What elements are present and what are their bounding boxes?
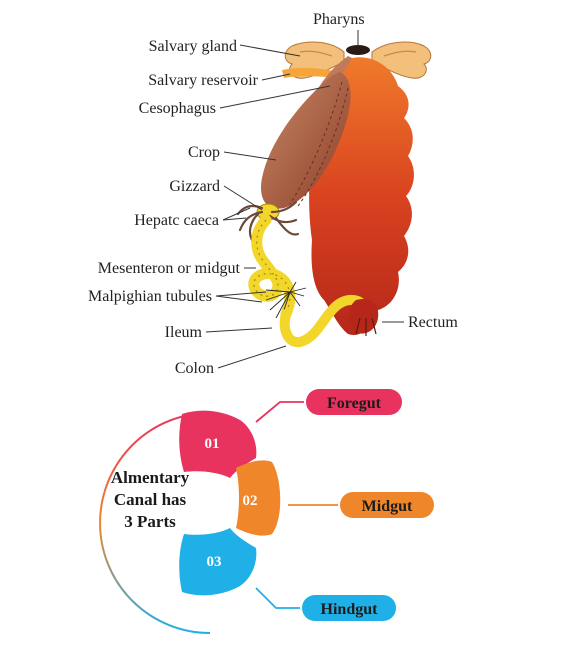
label-hepatic-caeca: Hepatc caeca (134, 212, 219, 229)
label-oesophagus: Cesophagus (139, 100, 216, 117)
segment-number-hindgut: 03 (207, 554, 222, 570)
pharynx (346, 45, 370, 55)
pill-foregut-label: Foregut (327, 395, 382, 412)
malpighian-tubules (265, 281, 307, 319)
label-malpighian: Malpighian tubules (88, 288, 212, 305)
label-colon: Colon (175, 360, 214, 377)
salivary-reservoir (282, 67, 340, 78)
label-mesenteron: Mesenteron or midgut (98, 260, 241, 277)
center-line-1: Almentary (111, 468, 190, 487)
parts-infographic: Almentary Canal has 3 Parts 01 02 03 For… (99, 389, 434, 634)
segment-number-foregut: 01 (205, 436, 220, 452)
salivary-gland-right (371, 41, 432, 79)
label-crop: Crop (188, 144, 220, 161)
ileum-colon (279, 294, 367, 348)
segment-number-midgut: 02 (243, 493, 258, 509)
label-rectum: Rectum (408, 314, 458, 331)
center-line-2: Canal has (114, 490, 187, 509)
connector-hindgut (255, 587, 300, 609)
label-ileum: Ileum (165, 324, 203, 341)
gut-illustration (236, 41, 432, 348)
center-line-3: 3 Parts (124, 512, 176, 531)
connector-foregut (255, 401, 304, 423)
label-gizzard: Gizzard (169, 178, 220, 195)
label-salivary-reservoir: Salvary reservoir (148, 72, 258, 89)
hepatic-caeca (236, 200, 300, 242)
pill-midgut (340, 492, 434, 518)
crop (260, 72, 351, 209)
segment-hindgut (179, 528, 257, 596)
label-salivary-gland: Salvary gland (149, 38, 237, 55)
midgut (248, 214, 296, 320)
rectum (348, 298, 379, 334)
segment-midgut (236, 460, 281, 536)
leader-lines (205, 30, 404, 369)
pill-foregut (306, 389, 402, 415)
pill-hindgut (302, 595, 396, 621)
pill-hindgut-label: Hindgut (321, 601, 379, 618)
segment-foregut (179, 410, 257, 478)
pill-midgut-label: Midgut (362, 498, 413, 515)
parts-arc (99, 412, 211, 634)
label-pharyns: Pharyns (313, 11, 365, 28)
